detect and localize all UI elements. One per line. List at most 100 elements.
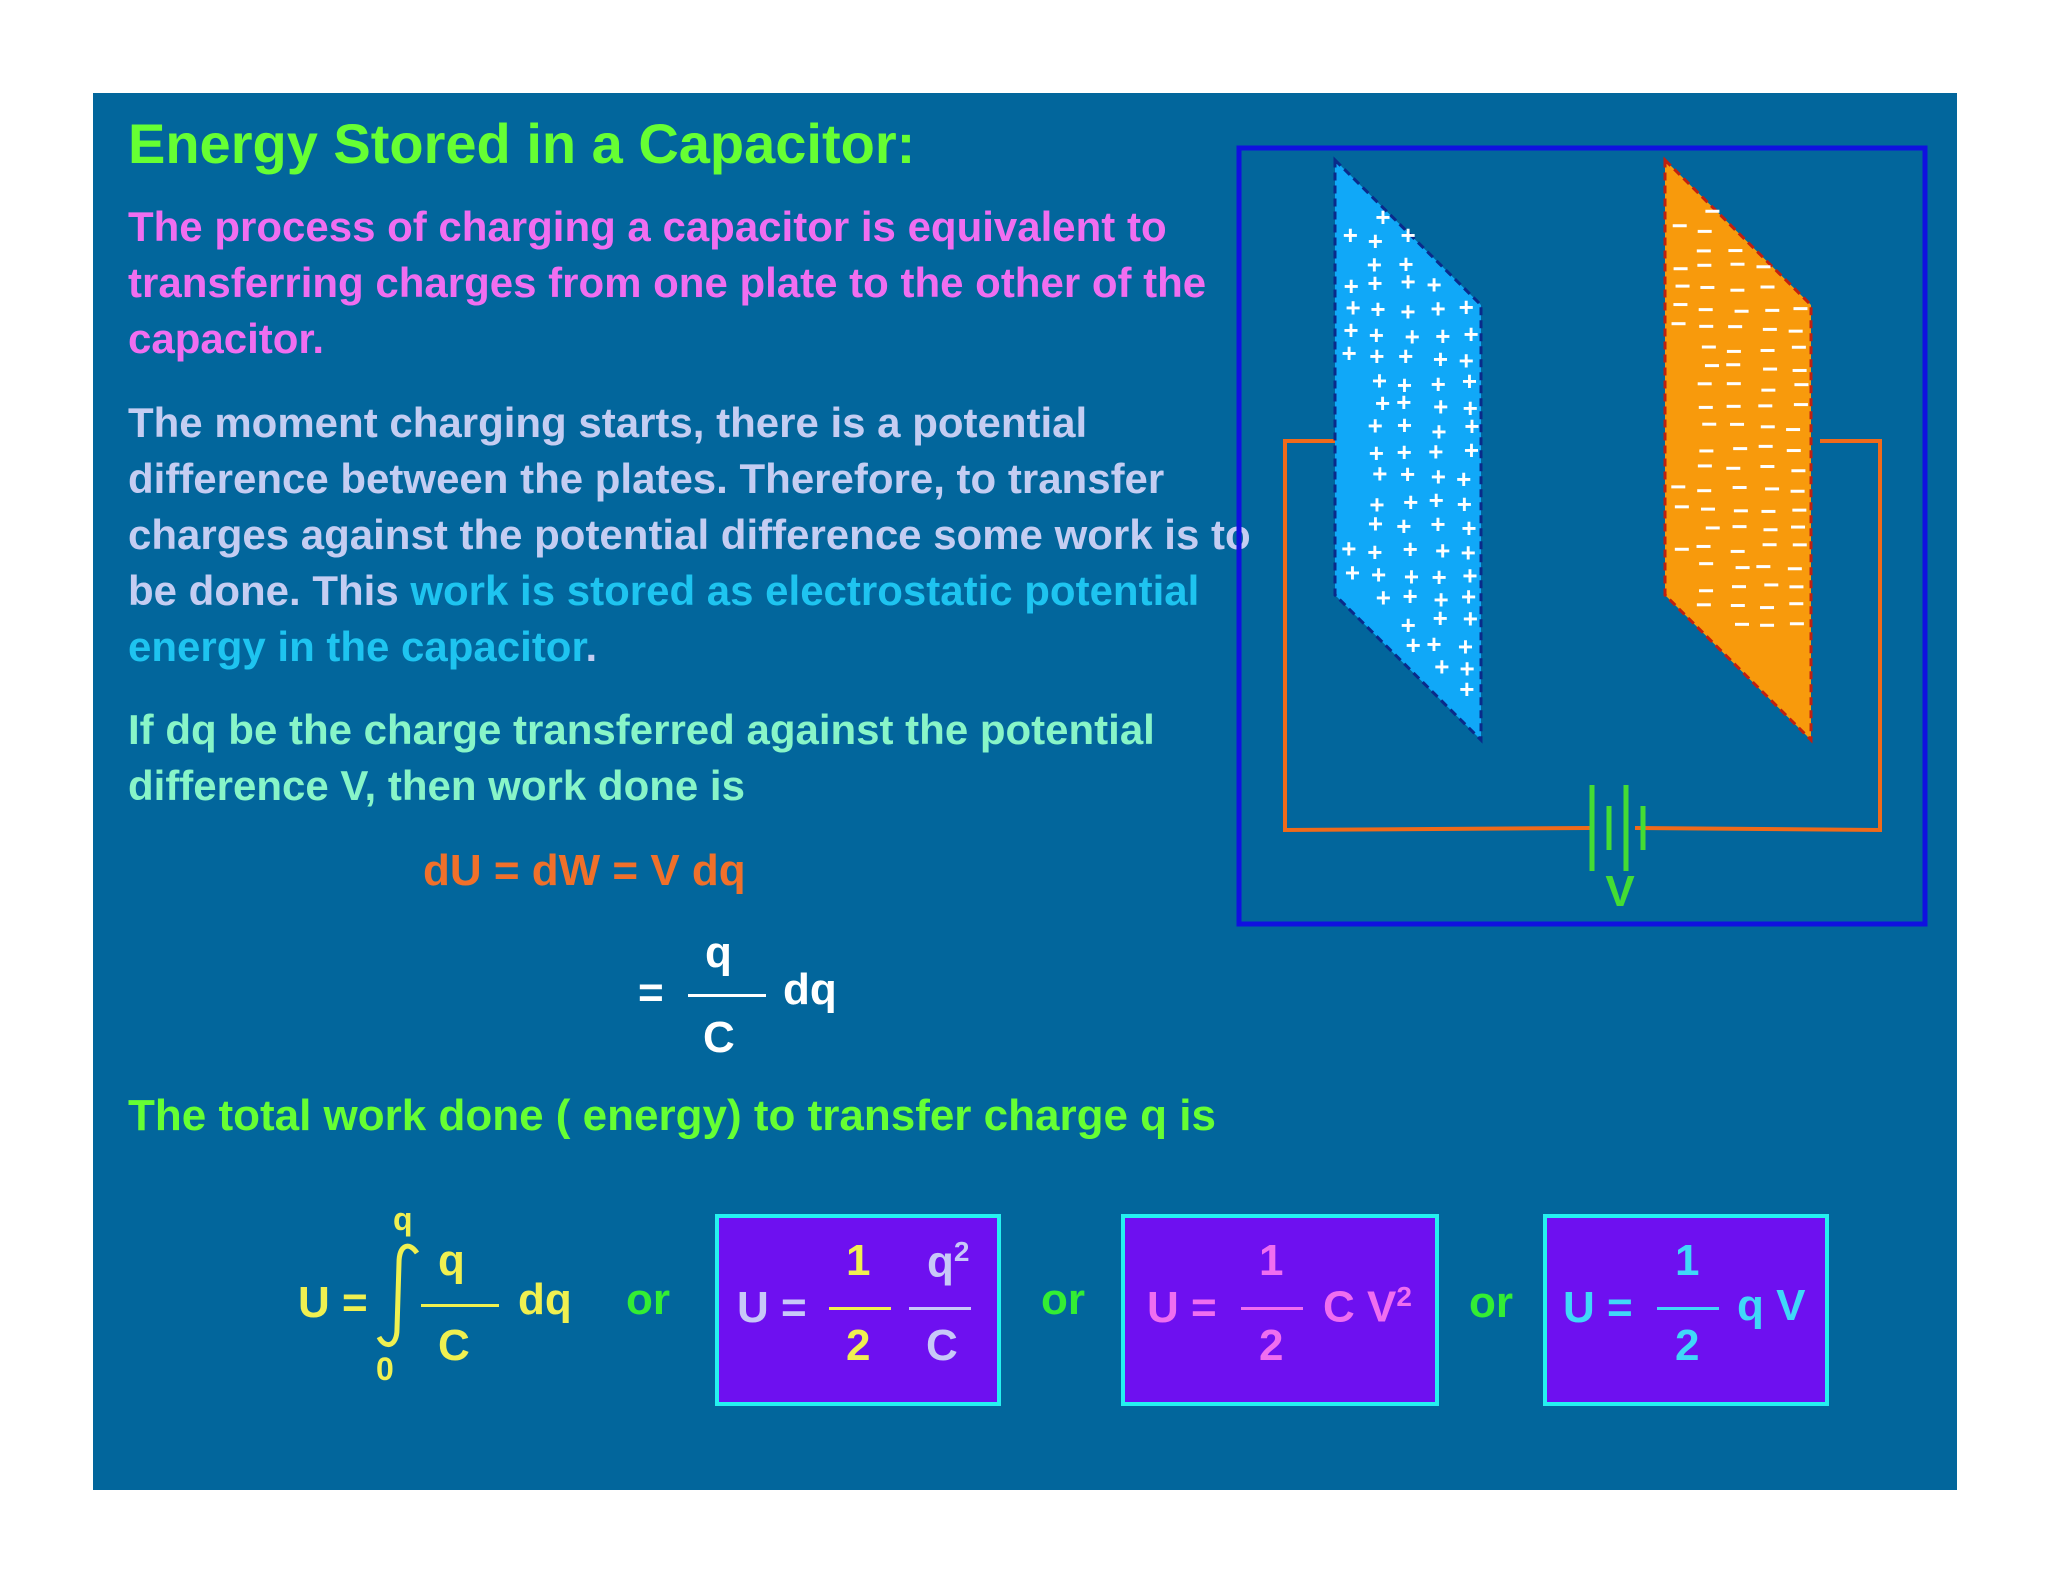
minus-mark — [1698, 405, 1713, 409]
minus-mark — [1728, 249, 1743, 253]
minus-mark — [1702, 422, 1717, 426]
minus-mark — [1794, 383, 1809, 387]
plus-mark: + — [1376, 582, 1391, 612]
formula1-num2: q2 — [927, 1236, 969, 1288]
minus-mark — [1728, 325, 1743, 329]
minus-mark — [1789, 585, 1804, 589]
minus-mark — [1791, 345, 1806, 349]
plus-mark: + — [1426, 629, 1441, 659]
minus-mark — [1791, 525, 1806, 529]
plus-mark: + — [1341, 533, 1356, 563]
minus-mark — [1674, 505, 1689, 509]
plus-mark: + — [1367, 537, 1382, 567]
plus-mark: + — [1464, 411, 1479, 441]
dq-term: dq — [783, 965, 837, 1014]
minus-mark — [1790, 489, 1805, 493]
plus-mark: + — [1435, 321, 1450, 351]
minus-mark — [1763, 367, 1778, 371]
battery-label: V — [1605, 867, 1635, 916]
minus-mark — [1674, 547, 1689, 551]
minus-mark — [1701, 345, 1716, 349]
or-label-2: or — [1041, 1275, 1085, 1324]
plus-mark: + — [1397, 437, 1412, 467]
minus-mark — [1792, 508, 1807, 512]
formula2-num: 1 — [1259, 1236, 1284, 1285]
positive-charges: ++++++++++++++++++++++++++++++++++++++++… — [1341, 202, 1479, 704]
plus-mark: + — [1459, 292, 1474, 322]
plus-mark: + — [1428, 436, 1443, 466]
minus-mark — [1732, 485, 1747, 489]
minus-mark — [1761, 388, 1776, 392]
negative-charges — [1671, 209, 1809, 627]
minus-mark — [1733, 447, 1748, 451]
minus-mark — [1699, 589, 1714, 593]
plus-mark: + — [1400, 297, 1415, 327]
plus-mark: + — [1459, 653, 1474, 683]
slide: Energy Stored in a Capacitor: The proces… — [93, 93, 1957, 1490]
plus-mark: + — [1433, 344, 1448, 374]
minus-mark — [1760, 606, 1775, 610]
integral-upper-limit: q — [393, 1201, 413, 1237]
minus-mark — [1696, 544, 1711, 548]
minus-mark — [1793, 307, 1808, 311]
minus-mark — [1671, 485, 1686, 489]
plus-mark: + — [1369, 438, 1384, 468]
integral-fraction-line — [421, 1304, 499, 1307]
minus-mark — [1765, 487, 1780, 491]
formula-box-q2-over-c: U = 1 2 q2 C — [715, 1214, 1001, 1406]
plus-mark: + — [1345, 557, 1360, 587]
plus-mark: + — [1368, 226, 1383, 256]
integral-sign-icon — [376, 1243, 420, 1347]
formula3-lhs: U = — [1563, 1283, 1633, 1332]
plus-mark: + — [1433, 603, 1448, 633]
formula3-num: 1 — [1675, 1236, 1700, 1285]
plus-mark: + — [1431, 562, 1446, 592]
minus-mark — [1705, 209, 1720, 213]
plus-mark: + — [1459, 674, 1474, 704]
plus-mark: + — [1370, 294, 1385, 324]
integral-denominator: C — [438, 1321, 470, 1370]
minus-mark — [1699, 324, 1714, 328]
paragraph-text: The moment charging starts, there is a p… — [128, 399, 1251, 614]
minus-mark — [1699, 562, 1714, 566]
paragraph-potential-difference: The moment charging starts, there is a p… — [128, 395, 1268, 675]
minus-mark — [1673, 267, 1688, 271]
formula3-tail: q V — [1737, 1281, 1806, 1330]
plus-mark: + — [1434, 584, 1449, 614]
plus-mark: + — [1456, 464, 1471, 494]
paragraph-charging-process: The process of charging a capacitor is e… — [128, 203, 1207, 362]
plus-mark: + — [1458, 631, 1473, 661]
plus-mark: + — [1426, 269, 1441, 299]
minus-mark — [1760, 623, 1775, 627]
equals-sign: = — [638, 968, 664, 1017]
fraction-line — [688, 994, 766, 997]
or-label-1: or — [626, 1275, 670, 1324]
plus-mark: + — [1431, 417, 1446, 447]
minus-mark — [1696, 249, 1711, 253]
plus-mark: + — [1342, 338, 1357, 368]
integral-lhs: U = — [298, 1278, 368, 1327]
minus-mark — [1765, 308, 1780, 312]
minus-mark — [1730, 422, 1745, 426]
minus-mark — [1789, 622, 1804, 626]
minus-mark — [1789, 602, 1804, 606]
minus-mark — [1760, 465, 1775, 469]
plus-mark: + — [1369, 341, 1384, 371]
minus-mark — [1758, 444, 1773, 448]
minus-mark — [1696, 603, 1711, 607]
fraction-denominator: C — [703, 1013, 735, 1062]
plus-mark: + — [1461, 582, 1476, 612]
minus-mark — [1786, 428, 1801, 432]
minus-mark — [1726, 363, 1741, 367]
minus-mark — [1726, 382, 1741, 386]
plus-mark: + — [1372, 459, 1387, 489]
minus-mark — [1792, 543, 1807, 547]
plus-mark: + — [1371, 560, 1386, 590]
minus-mark — [1672, 224, 1687, 228]
plus-mark: + — [1375, 388, 1390, 418]
minus-mark — [1791, 469, 1806, 473]
plus-mark: + — [1369, 489, 1384, 519]
or-label-3: or — [1469, 1278, 1513, 1327]
plus-mark: + — [1434, 651, 1449, 681]
positive-plate — [1333, 156, 1483, 744]
